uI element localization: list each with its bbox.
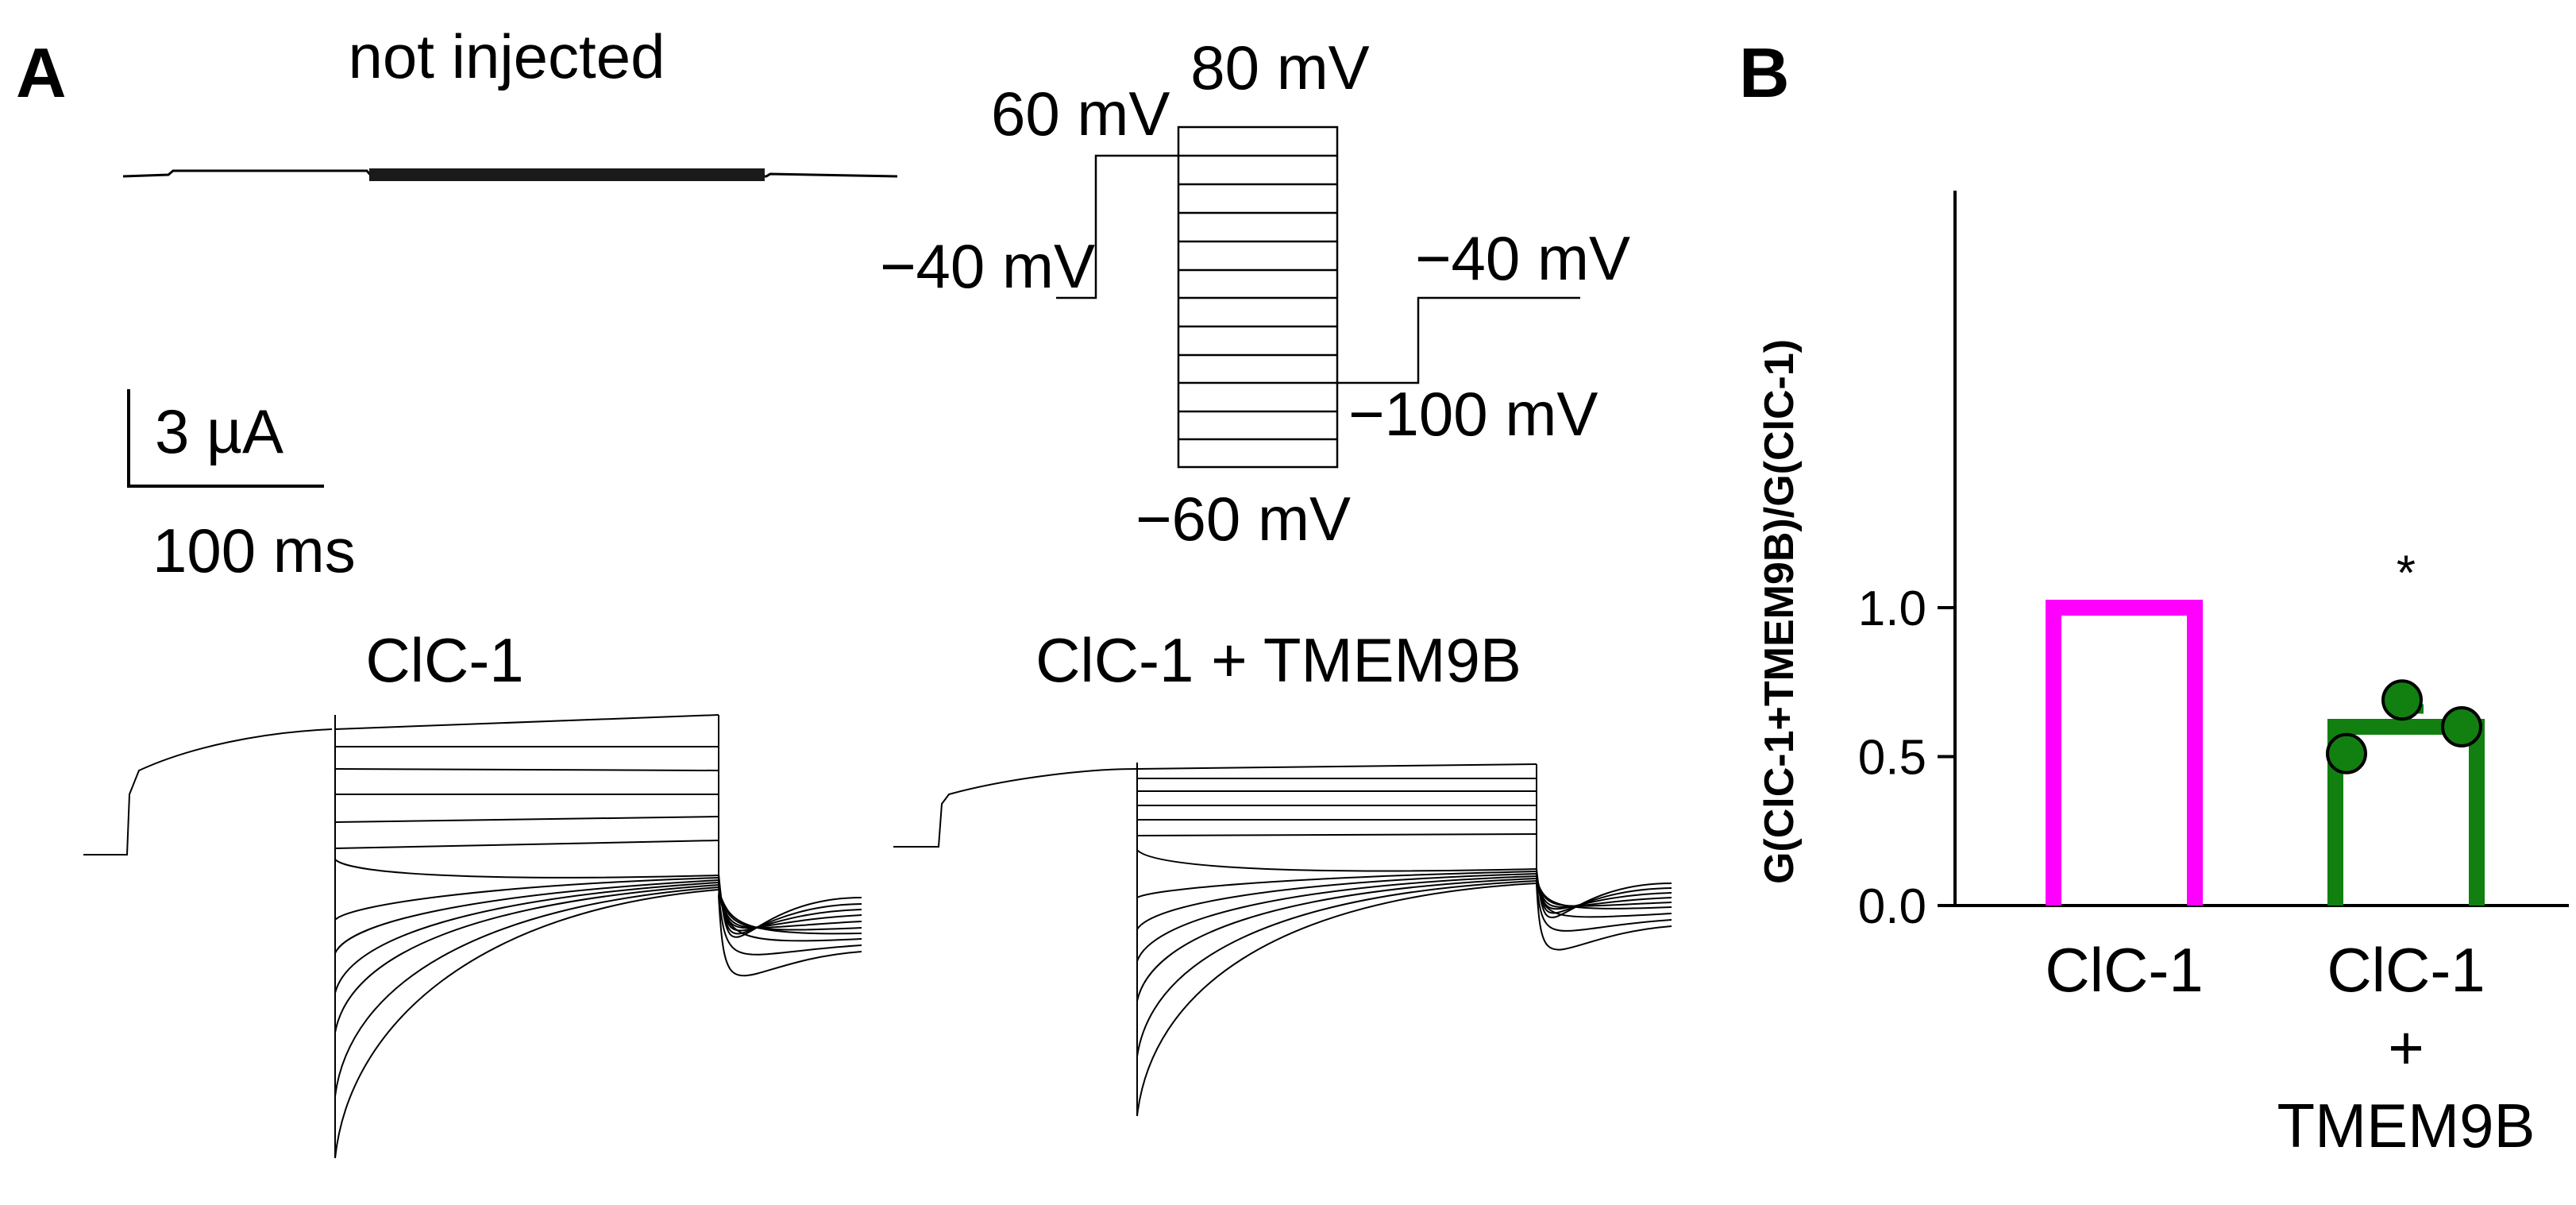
voltage-protocol [1056, 126, 1580, 469]
x-tick-label: ClC-1 [2045, 935, 2203, 1005]
trace-title-clc1-tmem9b: ClC-1 + TMEM9B [1035, 625, 1521, 695]
y-tick-label: 0.5 [1858, 731, 1926, 786]
significance-marker: * [2397, 546, 2416, 601]
data-point [2441, 706, 2482, 747]
trace-title-clc1: ClC-1 [365, 625, 523, 695]
scale-bar: 3 µA 100 ms [127, 389, 356, 585]
protocol-label-minus100mv: −100 mV [1348, 379, 1598, 449]
x-tick-label: TMEM9B [2277, 1091, 2535, 1161]
y-tick-label: 1.0 [1858, 581, 1926, 636]
scale-bar-lines [127, 389, 324, 488]
panel-a: A not injected 80 mV 60 mV −40 mV −4 [16, 21, 1672, 1159]
not-injected-trace [122, 168, 898, 181]
bar-0 [2046, 600, 2203, 906]
not-injected-title: not injected [349, 21, 665, 91]
protocol-label-minus40mv-right: −40 mV [1415, 223, 1630, 293]
data-point [2381, 679, 2423, 721]
protocol-label-80mv: 80 mV [1190, 33, 1369, 102]
y-axis-label: G(ClC-1+TMEM9B)/G(ClC-1) [1757, 339, 1803, 884]
panel-b-letter: B [1739, 33, 1790, 112]
protocol-label-60mv: 60 mV [991, 79, 1170, 149]
x-tick-label: + [2388, 1013, 2424, 1083]
panel-a-letter: A [16, 33, 67, 112]
scale-bar-current-label: 3 µA [155, 396, 283, 466]
clc1-tmem9b-current-traces [893, 763, 1672, 1117]
clc1-current-traces [83, 714, 862, 1159]
x-tick-label: ClC-1 [2327, 935, 2485, 1005]
protocol-label-minus40mv-left: −40 mV [880, 231, 1095, 301]
protocol-label-minus60mv: −60 mV [1136, 484, 1351, 554]
scale-bar-time-label: 100 ms [152, 516, 356, 585]
y-tick-label: 0.0 [1858, 879, 1926, 934]
panel-b: B G(ClC-1+TMEM9B)/G(ClC-1) 0.0 0.5 1.0ClC-… [1739, 33, 2569, 1161]
data-point [2326, 732, 2367, 774]
